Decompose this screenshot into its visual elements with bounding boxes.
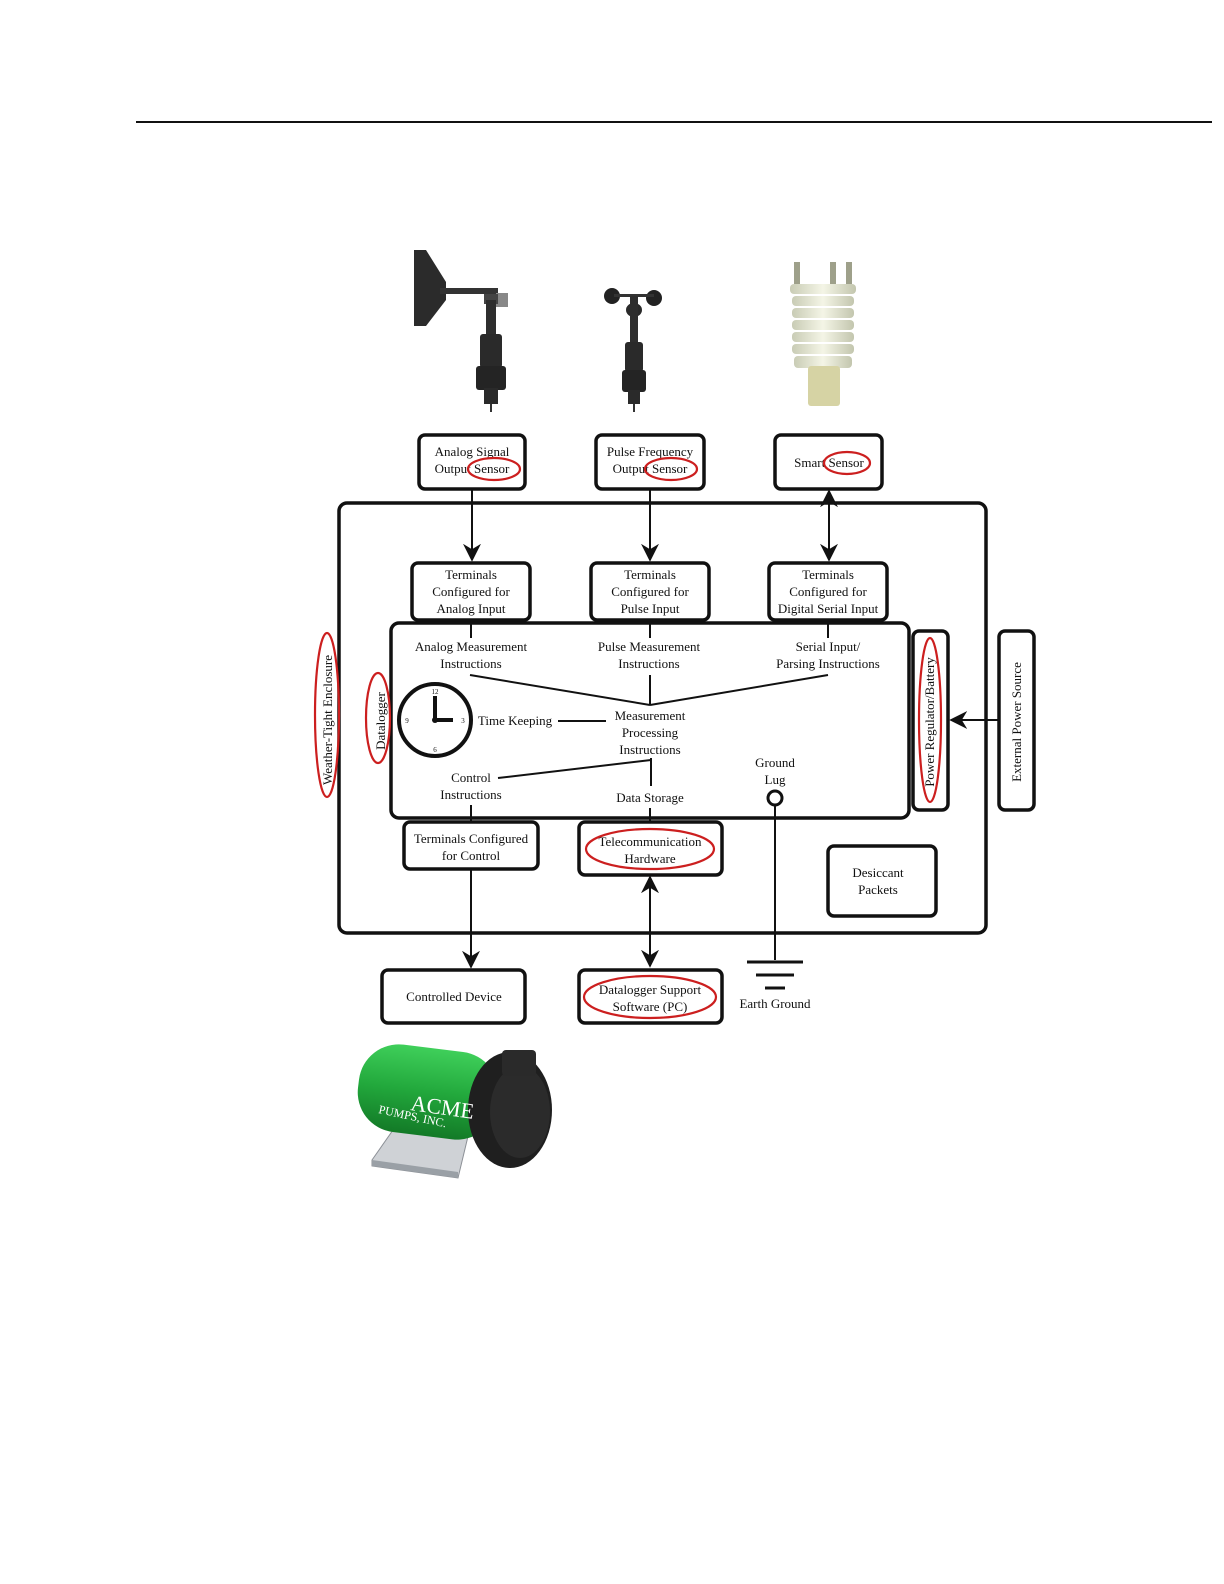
power-highlight-oval xyxy=(917,636,943,804)
pulse-measurement-line-1: Pulse Measurement xyxy=(598,639,701,654)
svg-text:Configured for: Configured for xyxy=(432,584,510,599)
svg-text:for Control: for Control xyxy=(442,848,501,863)
svg-text:Datalogger Support: Datalogger Support xyxy=(599,982,702,997)
controlled-device-box: Controlled Device xyxy=(380,968,527,1025)
svg-text:Terminals Configured: Terminals Configured xyxy=(414,831,529,846)
sensor-highlight-oval xyxy=(822,450,872,476)
smart-sensor-label: Smart Sensor xyxy=(794,455,864,470)
sensor-highlight-oval xyxy=(643,456,699,482)
pulse-sensor-box: Pulse Frequency Output Sensor xyxy=(594,433,706,491)
control-instructions-line-1: Control xyxy=(451,770,491,785)
svg-text:Configured for: Configured for xyxy=(611,584,689,599)
desiccant-box: Desiccant Packets xyxy=(826,844,938,918)
smart-sensor-box: Smart Sensor xyxy=(773,433,884,491)
analog-sensor-line-2: Output Sensor xyxy=(435,461,510,476)
svg-text:9: 9 xyxy=(405,717,409,725)
svg-text:Hardware: Hardware xyxy=(624,851,675,866)
ground-lug-icon xyxy=(766,789,784,807)
svg-text:Terminals: Terminals xyxy=(624,567,676,582)
svg-text:3: 3 xyxy=(461,717,465,725)
svg-text:Pulse Input: Pulse Input xyxy=(621,601,680,616)
processing-line-1: Measurement xyxy=(615,708,686,723)
pulse-terminal-box: Terminals Configured for Pulse Input xyxy=(589,561,711,622)
control-instructions-line-2: Instructions xyxy=(440,787,501,802)
earth-ground-icon xyxy=(747,960,803,990)
processing-line-2: Processing xyxy=(622,725,679,740)
enclosure-highlight-oval xyxy=(313,631,341,799)
ground-lug-line-1: Ground xyxy=(755,755,795,770)
clock-icon: 12 3 6 9 xyxy=(397,682,473,758)
ground-lug-line-2: Lug xyxy=(765,772,786,787)
svg-text:12: 12 xyxy=(432,688,440,696)
svg-text:Analog Input: Analog Input xyxy=(437,601,506,616)
wind-vane-picture xyxy=(414,250,508,412)
svg-text:Packets: Packets xyxy=(858,882,898,897)
datalogger-highlight-oval xyxy=(364,671,392,765)
svg-text:Terminals: Terminals xyxy=(445,567,497,582)
sensor-highlight-oval xyxy=(466,456,522,482)
serial-input-line-2: Parsing Instructions xyxy=(776,656,880,671)
svg-text:External Power Source: External Power Source xyxy=(1009,662,1024,782)
pump-picture: ACME PUMPS, INC. xyxy=(357,1044,552,1179)
svg-text:Power Regulator/Battery: Power Regulator/Battery xyxy=(922,657,937,787)
svg-text:Digital Serial Input: Digital Serial Input xyxy=(778,601,879,616)
analog-sensor-line-1: Analog Signal xyxy=(435,444,510,459)
serial-input-line-1: Serial Input/ xyxy=(796,639,861,654)
earth-ground-label: Earth Ground xyxy=(739,996,811,1011)
svg-text:Desiccant: Desiccant xyxy=(852,865,904,880)
control-terminal-box: Terminals Configured for Control xyxy=(402,820,540,871)
datalogger-label: Datalogger xyxy=(373,691,388,749)
analog-terminal-box: Terminals Configured for Analog Input xyxy=(410,561,532,622)
pulse-sensor-line-2: Output Sensor xyxy=(613,461,688,476)
svg-text:Configured for: Configured for xyxy=(789,584,867,599)
svg-text:Software (PC): Software (PC) xyxy=(613,999,688,1014)
telecom-box: Telecommunication Hardware xyxy=(577,820,724,877)
telecom-highlight-oval xyxy=(584,827,716,871)
analog-measurement-line-1: Analog Measurement xyxy=(415,639,528,654)
enclosure-label: Weather-Tight Enclosure xyxy=(320,655,335,785)
analog-sensor-box: Analog Signal Output Sensor xyxy=(417,433,527,491)
pulse-sensor-line-1: Pulse Frequency xyxy=(607,444,694,459)
serial-terminal-box: Terminals Configured for Digital Serial … xyxy=(767,561,889,622)
power-regulator-box: Power Regulator/Battery xyxy=(911,629,950,812)
pulse-measurement-line-2: Instructions xyxy=(618,656,679,671)
processing-line-3: Instructions xyxy=(619,742,680,757)
svg-text:6: 6 xyxy=(433,746,437,754)
analog-measurement-line-2: Instructions xyxy=(440,656,501,671)
software-highlight-oval xyxy=(582,974,718,1020)
time-keeping-label: Time Keeping xyxy=(478,713,553,728)
svg-text:Terminals: Terminals xyxy=(802,567,854,582)
external-power-box: External Power Source xyxy=(997,629,1036,812)
cup-anemometer-picture xyxy=(604,288,662,412)
svg-text:Controlled Device: Controlled Device xyxy=(406,989,502,1004)
radiation-shield-picture xyxy=(790,262,856,406)
svg-text:Telecommunication: Telecommunication xyxy=(598,834,702,849)
support-software-box: Datalogger Support Software (PC) xyxy=(577,968,724,1025)
data-storage-label: Data Storage xyxy=(616,790,684,805)
